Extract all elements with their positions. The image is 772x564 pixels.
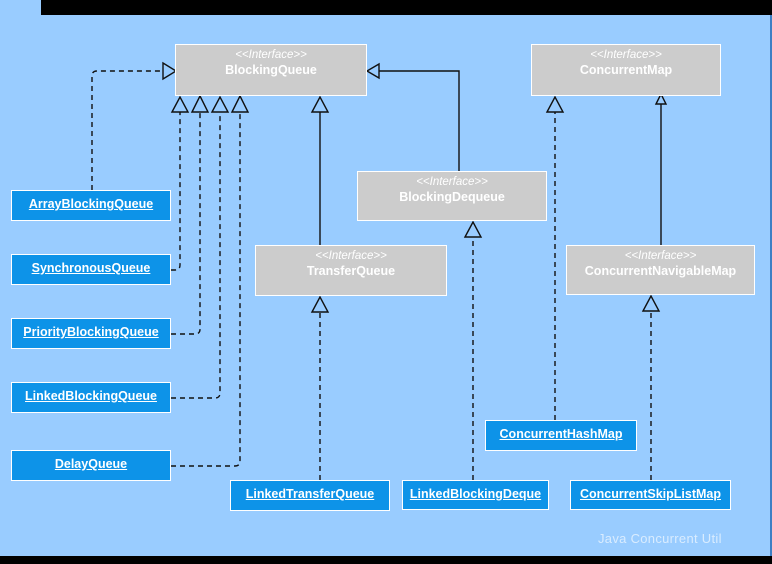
node-title: ConcurrentMap bbox=[579, 63, 673, 78]
node-linkedblockingqueue[interactable]: LinkedBlockingQueue bbox=[11, 382, 171, 413]
edge-linkedblockingqueue-to-blockingqueue bbox=[171, 95, 230, 399]
edge-priorityblockingqueue-to-blockingqueue bbox=[171, 94, 210, 335]
bottom-black-bar bbox=[0, 556, 772, 564]
node-title: LinkedTransferQueue bbox=[245, 487, 375, 501]
stereotype-label: <<Interface>> bbox=[235, 49, 307, 61]
node-title: ArrayBlockingQueue bbox=[28, 197, 154, 211]
node-synchronousqueue[interactable]: SynchronousQueue bbox=[11, 254, 171, 285]
edge-synchronousqueue-to-blockingqueue bbox=[170, 95, 190, 271]
node-title: SynchronousQueue bbox=[31, 261, 151, 275]
node-title: ConcurrentSkipListMap bbox=[580, 487, 721, 501]
top-black-bar bbox=[41, 0, 772, 15]
edge-linkedtransferqueue-to-transferqueue bbox=[310, 295, 330, 480]
right-edge-border bbox=[770, 15, 772, 556]
node-title: LinkedBlockingQueue bbox=[25, 389, 157, 403]
edge-arrayblockingqueue-to-blockingqueue bbox=[91, 61, 178, 190]
node-arrayblockingqueue[interactable]: ArrayBlockingQueue bbox=[11, 190, 171, 221]
node-concurrentskiplistmap[interactable]: ConcurrentSkipListMap bbox=[570, 480, 731, 510]
node-concurrenthashmap[interactable]: ConcurrentHashMap bbox=[485, 420, 637, 451]
node-title: BlockingQueue bbox=[225, 63, 317, 78]
edge-concurrentskiplistmap-to-concurrentnavigablemap bbox=[641, 294, 661, 480]
node-title: ConcurrentHashMap bbox=[499, 427, 623, 441]
watermark-label: Java Concurrent Util bbox=[598, 531, 722, 546]
node-concurrentmap[interactable]: <<Interface>> ConcurrentMap bbox=[531, 44, 721, 96]
edge-blockingdequeue-to-blockingqueue bbox=[365, 62, 460, 171]
edge-linkedblockingdeque-to-blockingdequeue bbox=[463, 220, 483, 480]
node-delayqueue[interactable]: DelayQueue bbox=[11, 450, 171, 481]
node-blockingqueue[interactable]: <<Interface>> BlockingQueue bbox=[175, 44, 367, 96]
stereotype-label: <<Interface>> bbox=[624, 250, 697, 262]
edge-delayqueue-to-blockingqueue bbox=[171, 94, 250, 467]
node-linkedblockingdeque[interactable]: LinkedBlockingDeque bbox=[402, 480, 549, 510]
stereotype-label: <<Interface>> bbox=[416, 176, 488, 188]
node-title: ConcurrentNavigableMap bbox=[584, 264, 737, 279]
edge-concurrentnavigablemap-to-concurrentmap bbox=[654, 92, 668, 245]
node-transferqueue[interactable]: <<Interface>> TransferQueue bbox=[255, 245, 447, 296]
edge-transferqueue-to-blockingqueue bbox=[310, 95, 330, 245]
node-title: PriorityBlockingQueue bbox=[23, 325, 159, 339]
node-priorityblockingqueue[interactable]: PriorityBlockingQueue bbox=[11, 318, 171, 349]
stereotype-label: <<Interface>> bbox=[590, 49, 662, 61]
node-title: DelayQueue bbox=[54, 457, 128, 471]
node-blockingdequeue[interactable]: <<Interface>> BlockingDequeue bbox=[357, 171, 547, 221]
node-concurrentnavigablemap[interactable]: <<Interface>> ConcurrentNavigableMap bbox=[566, 245, 755, 295]
node-linkedtransferqueue[interactable]: LinkedTransferQueue bbox=[230, 480, 390, 511]
node-title: LinkedBlockingDeque bbox=[409, 487, 542, 501]
stereotype-label: <<Interface>> bbox=[315, 250, 387, 262]
node-title: TransferQueue bbox=[306, 264, 396, 279]
edge-concurrenthashmap-to-concurrentmap bbox=[545, 95, 565, 420]
node-title: BlockingDequeue bbox=[399, 190, 505, 205]
